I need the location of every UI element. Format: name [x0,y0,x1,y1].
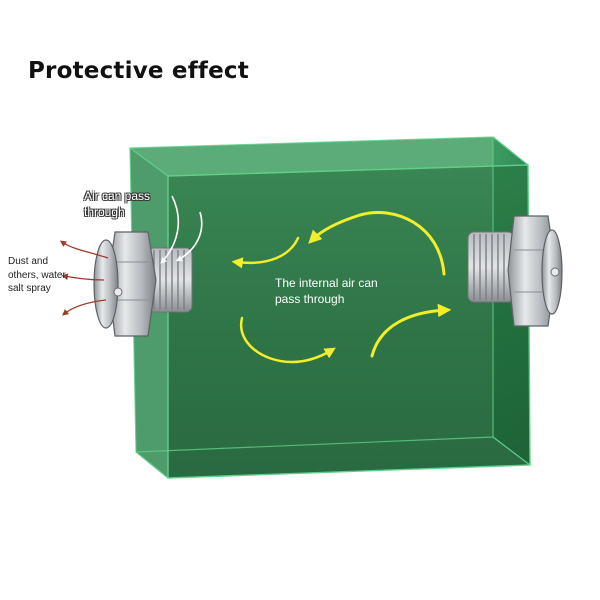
air-pass-label-line1: Air can pass [84,189,151,203]
arrow-bottom-left-curve [239,316,336,364]
dust-label-line3: salt spray [8,283,51,294]
page-title: Protective effect [28,58,249,84]
air-pass-label-line2: through [84,205,125,220]
box-top-face [130,137,528,176]
outer-air-arrows [160,195,203,264]
internal-air-label-line2: pass through [275,292,345,307]
internal-air-label: The internal air can pass through [275,275,415,307]
red-arrow-up [59,240,109,259]
white-arrow-2 [175,211,203,262]
red-arrow-mid [61,273,105,281]
vent-plug-right-icon [467,215,563,327]
arrow-top-curve [308,210,446,276]
box-front-face [168,165,530,478]
dust-label-line1: Dust and [8,256,49,267]
air-pass-label: Air can pass through [84,188,174,220]
blocked-arrows [59,240,109,316]
arrow-left-upper-curve [231,236,300,269]
arrow-bottom-right-curve [370,303,452,358]
dust-label: Dust and others, water, salt spray [8,255,78,296]
dust-label-line2: others, water, [8,269,69,281]
red-arrow-down [61,299,107,316]
internal-airflow-arrows [231,210,452,364]
white-arrow-1 [160,195,180,264]
internal-air-label-line1: The internal air can [275,276,378,290]
